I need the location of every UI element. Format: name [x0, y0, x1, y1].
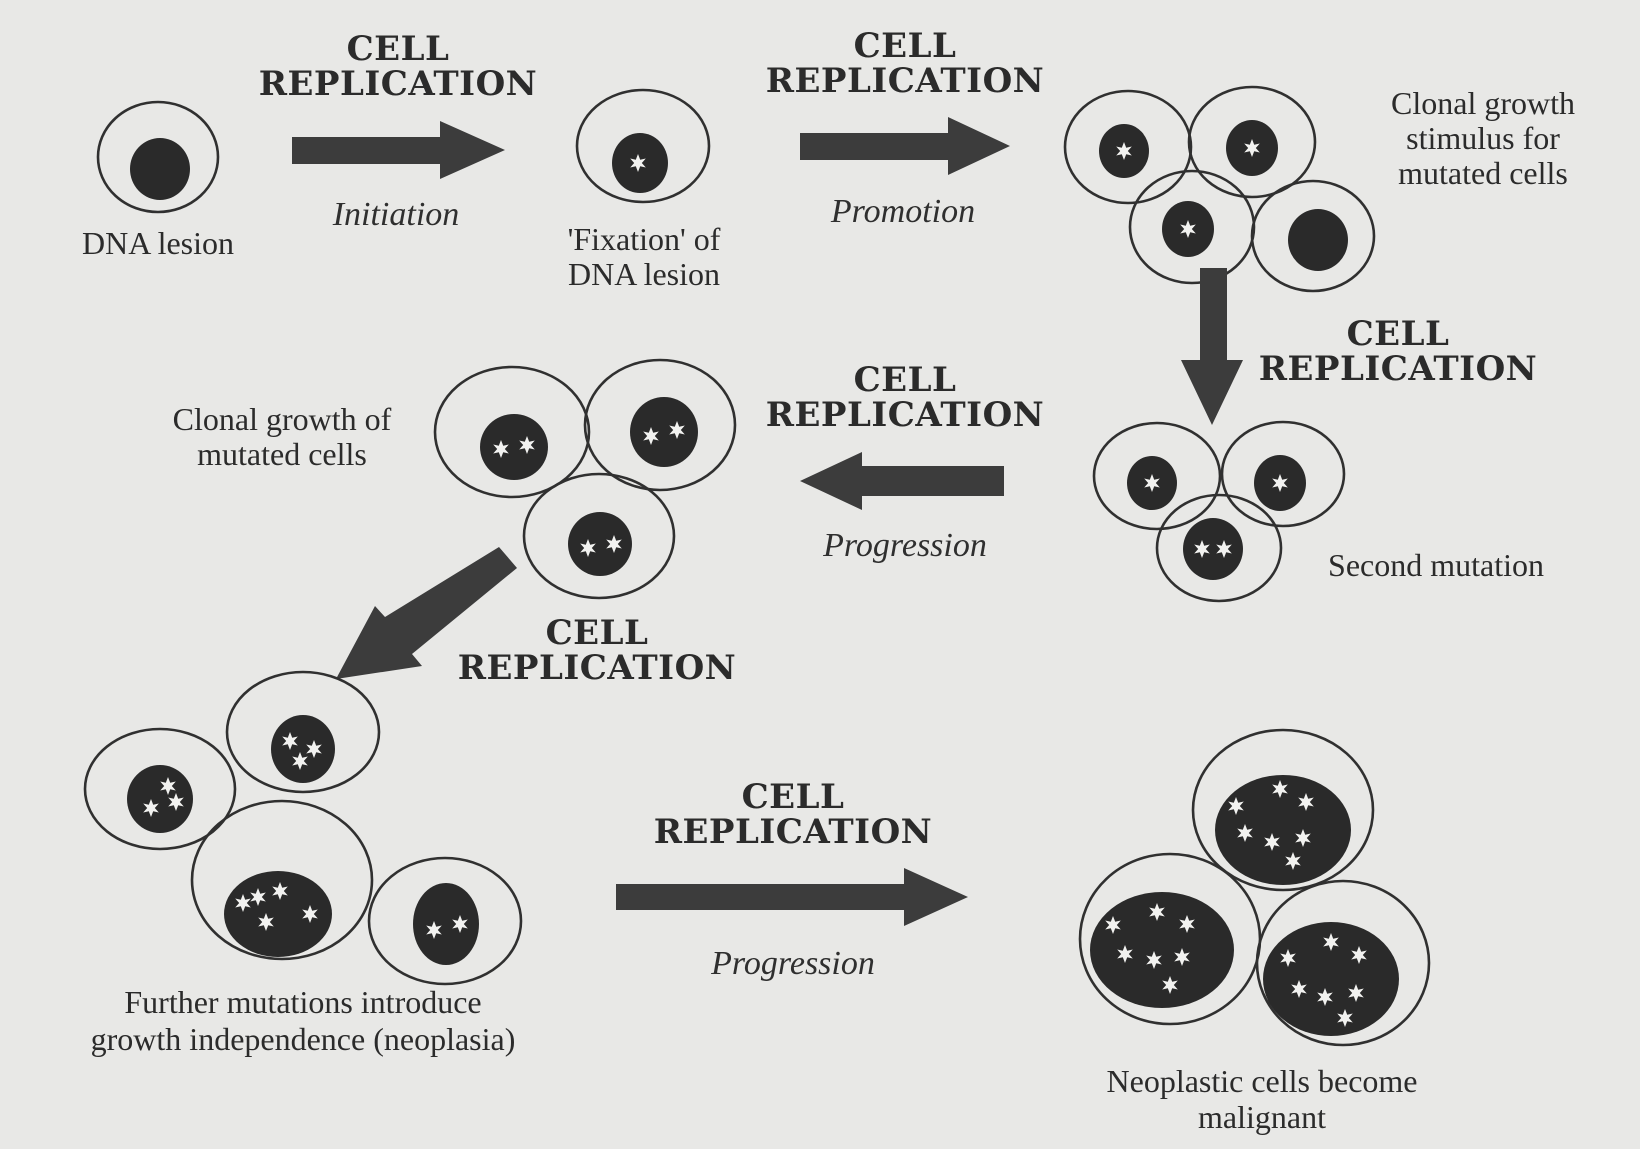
- replication-label-2-line1: CELL: [854, 26, 957, 66]
- arrow-promotion-icon: [800, 117, 1010, 175]
- arrow-progression-icon: [616, 868, 968, 926]
- replication-label-6-line1: CELL: [742, 777, 845, 817]
- caption-clonal-stimulus-line1: Clonal growth: [1391, 85, 1575, 121]
- cell-cluster-neoplasia: [83, 670, 523, 986]
- caption-fixation-line1: 'Fixation' of: [568, 221, 721, 257]
- replication-label-5-line2: REPLICATION: [458, 648, 737, 688]
- caption-neoplastic-line1: Neoplastic cells become: [1107, 1063, 1418, 1099]
- stage-progression-2: Progression: [710, 945, 875, 982]
- caption-fixation-line2: DNA lesion: [568, 256, 720, 292]
- replication-label-6: CELL REPLICATION: [654, 777, 933, 852]
- caption-clonal-growth-line2: mutated cells: [197, 436, 367, 472]
- caption-dna-lesion: DNA lesion: [82, 225, 234, 261]
- cell-fixation: [575, 88, 711, 204]
- replication-label-5: CELL REPLICATION: [458, 613, 737, 688]
- cell-cluster-promotion: [1063, 85, 1376, 293]
- caption-further-line1: Further mutations introduce: [124, 984, 481, 1020]
- replication-label-4-line1: CELL: [854, 360, 957, 400]
- replication-label-6-line2: REPLICATION: [654, 812, 933, 852]
- caption-clonal-stimulus-line2: stimulus for: [1406, 120, 1560, 156]
- caption-neoplastic-line2: malignant: [1198, 1099, 1326, 1135]
- replication-label-1-line2: REPLICATION: [259, 64, 538, 104]
- replication-label-1-line1: CELL: [347, 29, 450, 69]
- cell-cluster-malignant: [1078, 728, 1431, 1047]
- cell-cluster-second-mutation: [1092, 420, 1346, 603]
- arrow-down-icon: [1181, 268, 1243, 425]
- replication-label-1: CELL REPLICATION: [259, 29, 538, 104]
- stage-initiation: Initiation: [332, 196, 460, 233]
- replication-label-5-line1: CELL: [546, 613, 649, 653]
- arrow-initiation-icon: [292, 121, 505, 179]
- replication-label-2: CELL REPLICATION: [766, 26, 1045, 101]
- arrow-diagonal-icon: [336, 547, 517, 679]
- arrow-left-icon: [800, 452, 1004, 510]
- caption-clonal-growth-line1: Clonal growth of: [173, 401, 392, 437]
- caption-clonal-stimulus-line3: mutated cells: [1398, 155, 1568, 191]
- replication-label-3-line2: REPLICATION: [1259, 349, 1538, 389]
- stage-promotion: Promotion: [830, 193, 975, 230]
- caption-further-line2: growth independence (neoplasia): [91, 1021, 516, 1057]
- replication-label-2-line2: REPLICATION: [766, 61, 1045, 101]
- replication-label-3-line1: CELL: [1347, 314, 1450, 354]
- replication-label-4-line2: REPLICATION: [766, 395, 1045, 435]
- cell-cluster-clonal-growth: [433, 358, 737, 600]
- stage-progression-1: Progression: [822, 527, 987, 564]
- replication-label-3: CELL REPLICATION: [1259, 314, 1538, 389]
- caption-second-mutation: Second mutation: [1328, 547, 1544, 583]
- replication-label-4: CELL REPLICATION: [766, 360, 1045, 435]
- cell-dna-lesion: [96, 100, 220, 214]
